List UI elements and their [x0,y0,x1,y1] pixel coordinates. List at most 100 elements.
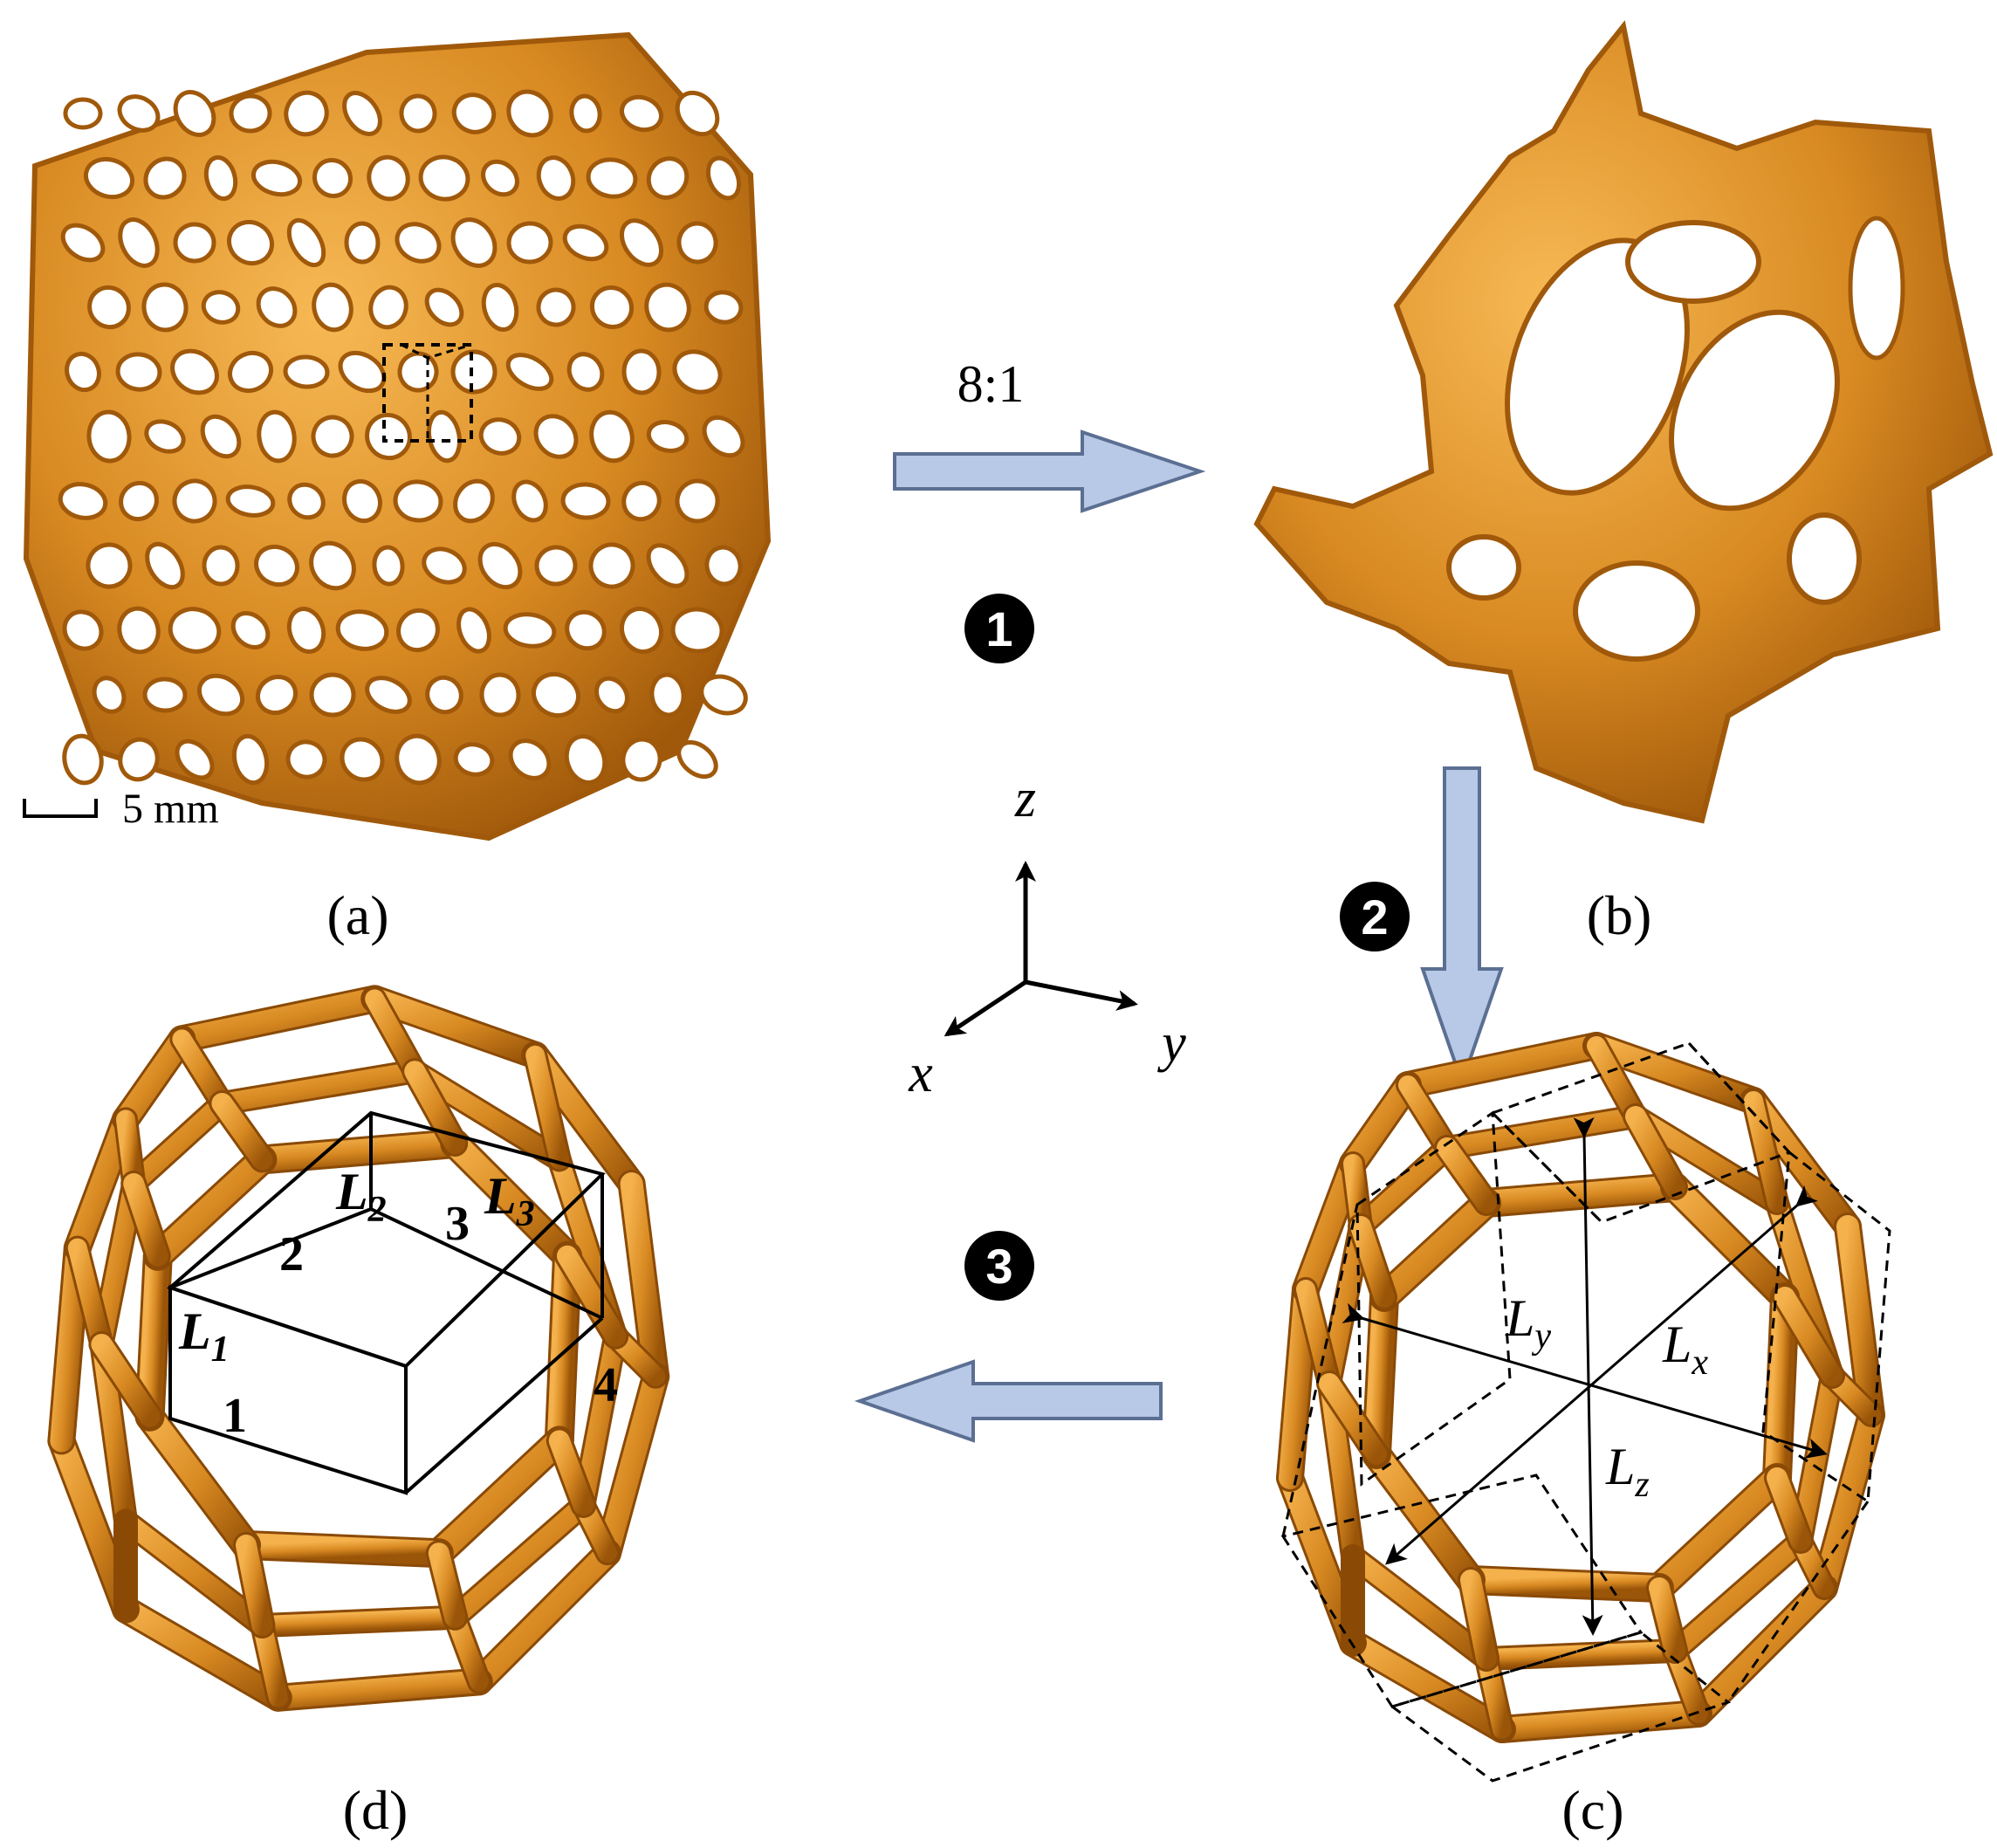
foam-pore [646,420,690,453]
strut [445,1495,594,1627]
foam-pore [145,541,185,590]
foam-pore [372,545,405,587]
foam-pore [453,742,495,777]
axis-label-z: z [1014,769,1036,828]
strut [404,1061,466,1154]
strut [1364,1285,1397,1467]
foam-pore [702,415,745,458]
strut [252,1607,465,1635]
scale-bar-label: 5 mm [122,786,219,832]
strut [1296,1280,1339,1393]
foam-pore [481,159,519,197]
foam-pore [481,283,519,332]
foam-pore [393,479,443,523]
length-label-l3: L3 [484,1167,535,1234]
strut [428,1542,466,1628]
strut [211,1093,273,1171]
foam-pore [506,221,553,264]
unit-cell-selection [382,343,473,443]
arrow-right-step1 [893,429,1206,513]
strut [123,1173,168,1267]
foam-pore [399,93,437,134]
step-number-1: 1 [985,601,1012,656]
coordinate-axes: z y x [908,769,1186,1103]
foam-pore [619,218,664,267]
foam-pore [368,285,408,330]
foam-pore [560,482,611,520]
strut [124,1094,232,1193]
strut [1342,1074,1419,1175]
foam-pore [450,349,498,395]
strut [1687,1577,1836,1725]
strut [525,1045,569,1170]
scale-bar: 5 mm [23,786,219,832]
strut [1372,1191,1499,1309]
foam-pore [225,484,276,518]
foam-pore [118,217,160,268]
foam-pore [172,478,217,524]
foam-pore [536,287,576,327]
foam-pore [230,611,271,649]
foam-pore [92,676,127,714]
panel-label-a: (a) [326,884,388,946]
foam-pore [367,155,410,202]
strut [114,1027,194,1131]
foam-pore [569,93,602,134]
foam-pore [670,607,724,654]
foam-pore [344,221,381,264]
strut [1765,1285,1797,1490]
unit-cell-b [1253,20,1994,824]
foam-pore [534,545,578,587]
foam-pore [565,609,607,651]
strut [1460,1570,1497,1669]
strut [137,1243,170,1429]
foam-pore [335,609,389,651]
foam-pore [143,156,187,200]
foam-pore [229,93,272,134]
strut-number-4: 4 [594,1358,618,1412]
foam-pore [340,737,385,782]
strut [212,1061,425,1113]
foam-pore [231,733,270,786]
foam-pore [536,155,576,201]
foam-pore [83,156,135,200]
arrow-left-step3 [854,1359,1163,1443]
foam-pore [533,414,579,459]
foam-pore [338,350,387,394]
strut-number-3: 3 [445,1197,470,1251]
strut [1767,1467,1811,1551]
panel-label-d: (d) [343,1779,408,1841]
foam-pore [586,157,638,199]
foam-pore [63,97,103,130]
foam-pore [342,478,382,524]
foam-pore [477,541,523,590]
strut [1587,1036,1645,1126]
strut-frame-d [47,985,670,1712]
foam-pore [257,409,297,464]
strut [1477,1641,1685,1668]
foam-pore [562,223,609,262]
foam-pore [589,409,635,464]
foam-pore [141,282,189,333]
foam-pore [425,675,463,715]
step-badge-3: 3 [964,1231,1034,1301]
strut [548,1430,594,1515]
foam-pore [676,739,718,780]
strut [620,1172,668,1388]
foam-pore [200,414,242,459]
foam-pore [87,285,131,330]
foam-pore [312,282,353,333]
foam-pore [170,348,219,395]
strut [557,1245,627,1347]
step-badge-1: 1 [964,594,1034,663]
foam-pore [58,482,108,520]
strut [596,1364,668,1565]
strut [1350,1216,1395,1308]
foam-pore [675,90,720,137]
foam-pore [256,286,298,328]
strut [1625,1106,1685,1198]
foam-pore [228,350,273,394]
strut [170,987,387,1051]
foam-pore [86,542,133,589]
foam-pore [250,159,303,197]
